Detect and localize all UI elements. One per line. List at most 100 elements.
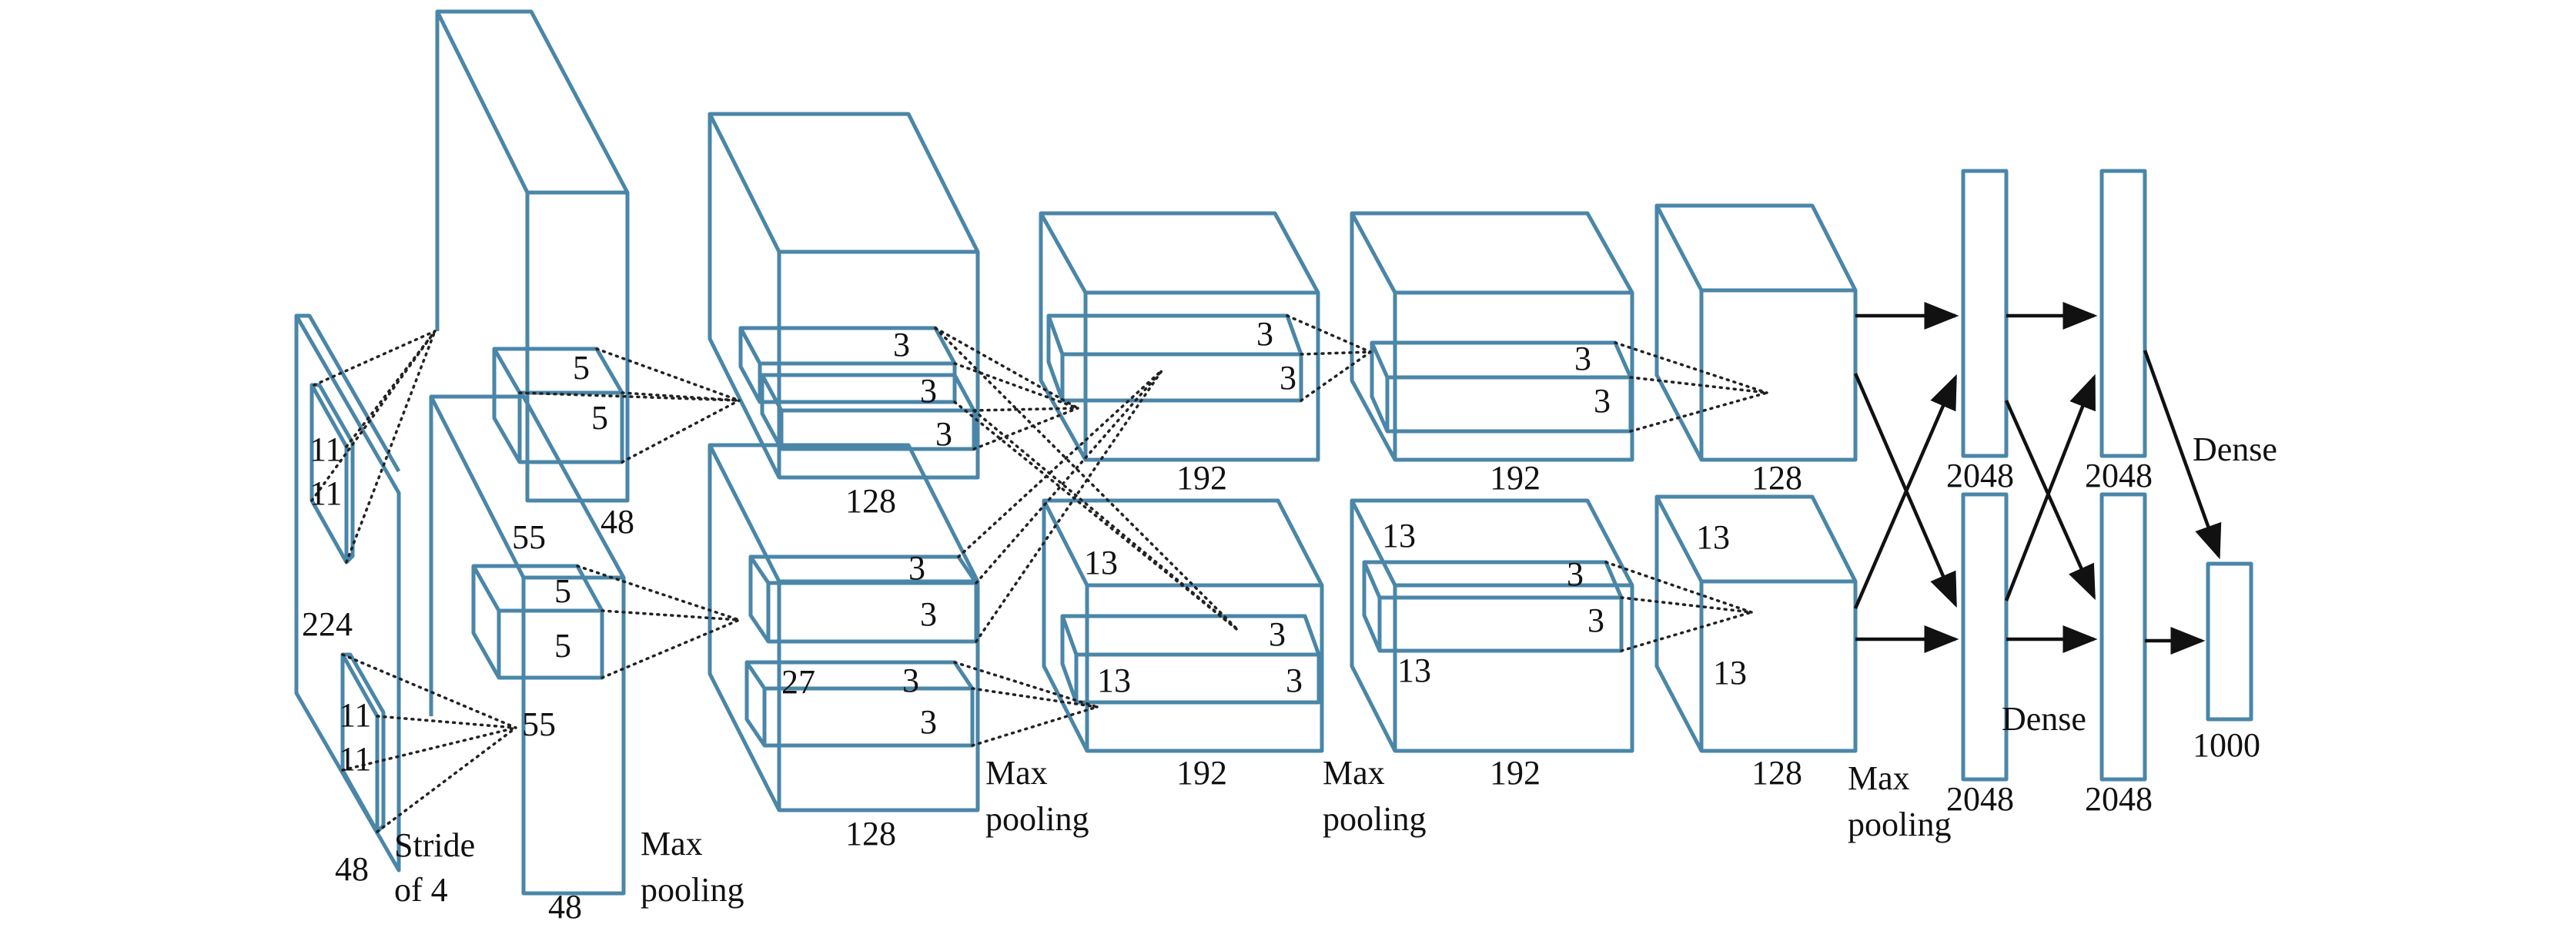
conv2-bottom-kernel-label-2: 3: [920, 595, 937, 633]
output-size-label: 1000: [2193, 726, 2260, 764]
pool3-label-line1: Max: [1323, 754, 1385, 792]
conv2-bottom-kernel-label-1: 3: [908, 549, 925, 587]
pool2-label-line2: pooling: [985, 800, 1089, 838]
conv4-layer: [1350, 211, 1634, 753]
labels: 11 11 224 11 11 48 Stride of 4 5 5 55 48…: [302, 315, 2277, 926]
dense2-bottom-bar: [2099, 492, 2147, 782]
dense-layers: [1961, 169, 2253, 782]
dense2top-to-output-arrow: [2143, 350, 2222, 560]
conv3-layer: [1039, 211, 1324, 753]
dense1-top-bar: [1961, 169, 2009, 458]
conv3-bottom-kernel-label-2: 3: [1286, 662, 1303, 699]
conv3-bottom-volume: [1042, 498, 1324, 753]
conv4-to-conv5-top: [1614, 341, 1768, 433]
conv1-top-kernel-label-a: 5: [573, 349, 590, 387]
input-kernel-top-w-label: 11: [309, 474, 342, 512]
conv3-top-kernel-label-2: 3: [1280, 359, 1296, 397]
conv4-top-volume: [1350, 211, 1634, 462]
conv1-bottom-depth-label: 48: [548, 888, 582, 926]
conv2-to-conv3-bottom: [953, 661, 1099, 747]
conv5-top-depth-label: 128: [1751, 459, 1802, 497]
conv1-bottom-kernel: [471, 564, 604, 680]
conv3-top-kernel-label-1: 3: [1256, 315, 1273, 353]
conv2-to-conv3-cross-up: [957, 368, 1164, 643]
conv4-top-kernel: [1370, 340, 1633, 434]
conv3-size-label-b: 13: [1097, 662, 1131, 699]
receptive-field-connectors: [310, 314, 1768, 833]
conv3-bottom-depth-label: 192: [1176, 754, 1227, 792]
conv1-top-depth-label: 48: [601, 503, 634, 541]
dense2-bottom-label: 2048: [2085, 780, 2153, 818]
pool5-label-line2: pooling: [1848, 806, 1951, 843]
input-kernel-top-h-label: 11: [309, 430, 342, 468]
pool1-label-line2: pooling: [641, 871, 744, 909]
conv4-top-depth-label: 192: [1490, 459, 1541, 497]
output-dense-label: Dense: [2193, 430, 2277, 468]
pool5-label-line1: Max: [1848, 759, 1910, 797]
dense-arrows: [1853, 302, 2222, 655]
conv5-top-volume: [1654, 203, 1858, 462]
stride-label-line1: Stride: [394, 826, 475, 864]
conv5-size-label-a: 13: [1696, 518, 1730, 556]
conv3-size-label-a: 13: [1084, 544, 1118, 581]
pool1-label-line1: Max: [641, 825, 703, 863]
conv2-top-depth-label: 128: [845, 482, 896, 520]
input-kernel-bottom-w-label: 11: [339, 740, 371, 778]
conv2-top-kernel-label-1: 3: [893, 326, 910, 363]
conv3-top-volume: [1039, 211, 1320, 462]
pool2-label-line1: Max: [985, 754, 1048, 792]
dense1top-to-dense2bottom-arrow: [2004, 400, 2096, 601]
conv5bottom-to-dense1top-arrow: [1853, 374, 1958, 609]
conv3-top-depth-label: 192: [1176, 459, 1227, 497]
conv4-bottom-kernel-label-1: 3: [1567, 555, 1584, 593]
pool3-label-line2: pooling: [1323, 800, 1426, 838]
input-volume: [294, 313, 401, 873]
conv2-bottom-kernel-a: [748, 554, 979, 644]
conv1-bottom-kernel-label-b: 5: [554, 627, 571, 665]
conv1-bottom-kernel-label-a: 5: [554, 572, 571, 610]
conv2-bottom-depth-label: 128: [845, 815, 896, 853]
conv4-size-label-a: 13: [1382, 517, 1416, 554]
conv4-size-label-b: 13: [1397, 652, 1431, 689]
conv3-to-conv4-top: [1286, 314, 1372, 402]
input-size-label: 224: [302, 605, 353, 643]
conv3-bottom-kernel: [1060, 614, 1321, 705]
conv4-bottom-kernel-label-2: 3: [1587, 601, 1604, 639]
conv1-top-kernel-label-b: 5: [591, 399, 608, 437]
conv1-to-conv2-bottom: [576, 564, 741, 679]
conv4-bottom-volume: [1350, 498, 1634, 753]
conv4-top-kernel-label-2: 3: [1594, 382, 1611, 420]
dense1bottom-to-dense2top-arrow: [2004, 374, 2096, 601]
stride-label-line2: of 4: [394, 871, 448, 909]
conv4-bottom-depth-label: 192: [1490, 754, 1541, 792]
conv1-bottom-volume: [429, 394, 626, 896]
input-to-conv1-bottom: [341, 653, 517, 833]
dense2-top-label: 2048: [2085, 457, 2153, 494]
conv2-bottom-kernel-label-4: 3: [920, 703, 937, 741]
dense2-top-bar: [2099, 169, 2147, 458]
conv4-top-kernel-label-1: 3: [1574, 340, 1591, 377]
output-bar: [2206, 561, 2253, 722]
dense1-top-label: 2048: [1946, 457, 2014, 494]
conv1-height-label: 55: [512, 518, 546, 556]
conv5-layer: [1654, 203, 1858, 753]
conv5-bottom-depth-label: 128: [1751, 754, 1802, 792]
conv3-bottom-kernel-label-1: 3: [1269, 615, 1286, 653]
conv2-top-kernel-label-3: 3: [935, 415, 952, 453]
dense1-bottom-bar: [1961, 492, 2009, 782]
conv1-to-conv2-top: [518, 347, 741, 464]
conv5-size-label-b: 13: [1713, 654, 1747, 692]
conv1-width-label: 55: [522, 705, 556, 743]
conv1-layer: [429, 9, 630, 896]
conv5-bottom-volume: [1654, 494, 1858, 753]
conv2-top-kernel-label-2: 3: [920, 372, 937, 410]
input-depth-label: 48: [335, 850, 369, 888]
input-kernel-bottom-h-label: 11: [339, 696, 371, 734]
conv2-size-label: 27: [781, 663, 815, 701]
conv2-bottom-kernel-label-3: 3: [902, 662, 919, 699]
conv2-bottom-volume: [708, 443, 980, 812]
dense1-dense-label: Dense: [2002, 700, 2086, 738]
conv4-to-conv5-bottom: [1604, 561, 1753, 652]
conv2-layer: [708, 112, 980, 812]
